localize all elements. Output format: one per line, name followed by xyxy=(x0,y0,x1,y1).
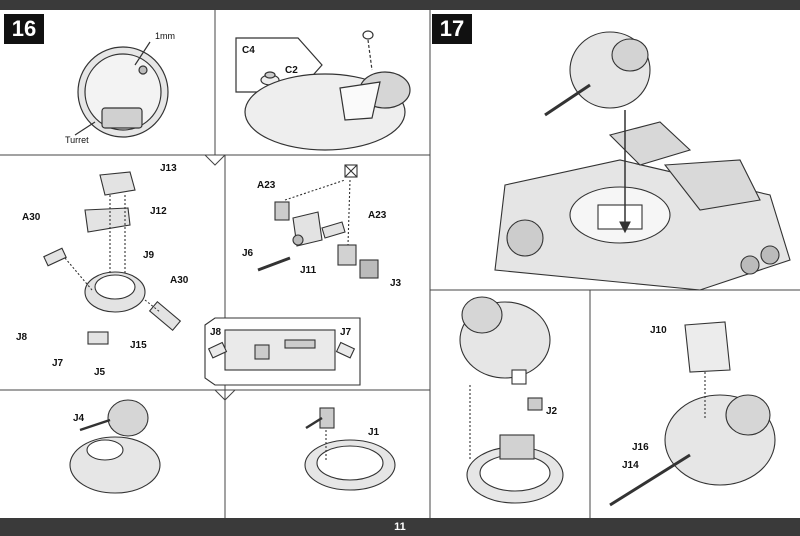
c4-c2-inset xyxy=(235,30,411,151)
mantlet-exploded xyxy=(257,164,379,279)
j4-label: J4 xyxy=(73,413,85,424)
turret-label: Turret xyxy=(65,135,89,145)
j1-label: J1 xyxy=(368,427,380,438)
j8-label: J8 xyxy=(16,332,28,343)
c4-label: C4 xyxy=(242,45,255,56)
turret-ring-middle xyxy=(304,407,396,491)
turret-bottom-left xyxy=(69,399,161,494)
j7-inset-label: J7 xyxy=(340,327,352,338)
j14-label: J14 xyxy=(622,460,639,471)
j8-inset-label: J8 xyxy=(210,327,222,338)
j12-label: J12 xyxy=(150,206,167,217)
j7-label: J7 xyxy=(52,358,64,369)
j16-label: J16 xyxy=(632,442,649,453)
j10-label: J10 xyxy=(650,325,667,336)
j15-label: J15 xyxy=(130,340,147,351)
a23-right-label: A23 xyxy=(368,210,387,221)
page-number: 11 xyxy=(394,521,406,533)
j9-label: J9 xyxy=(143,250,155,261)
j2-label: J2 xyxy=(546,406,558,417)
c2-label: C2 xyxy=(285,65,298,76)
a23-left-label: A23 xyxy=(257,180,276,191)
turret-assembly-right xyxy=(609,321,776,507)
hull-drawing xyxy=(494,31,791,291)
j6-label: J6 xyxy=(242,248,254,259)
drill-1mm-label: 1mm xyxy=(155,31,175,41)
j13-label: J13 xyxy=(160,163,177,174)
footer-bar: 11 xyxy=(0,518,800,536)
turret-exploded xyxy=(43,171,182,345)
step-16-badge: 16 xyxy=(4,14,44,44)
step-17-badge: 17 xyxy=(432,14,472,44)
a30-right-label: A30 xyxy=(170,275,189,286)
j5-label: J5 xyxy=(94,367,106,378)
turret-drawing xyxy=(74,41,169,138)
a30-left-label: A30 xyxy=(22,212,41,223)
j11-label: J11 xyxy=(300,265,317,276)
j3-label: J3 xyxy=(390,278,402,289)
j7-j8-inset xyxy=(204,317,361,386)
header-bar xyxy=(0,0,800,10)
turret-assembly-left xyxy=(459,296,564,504)
